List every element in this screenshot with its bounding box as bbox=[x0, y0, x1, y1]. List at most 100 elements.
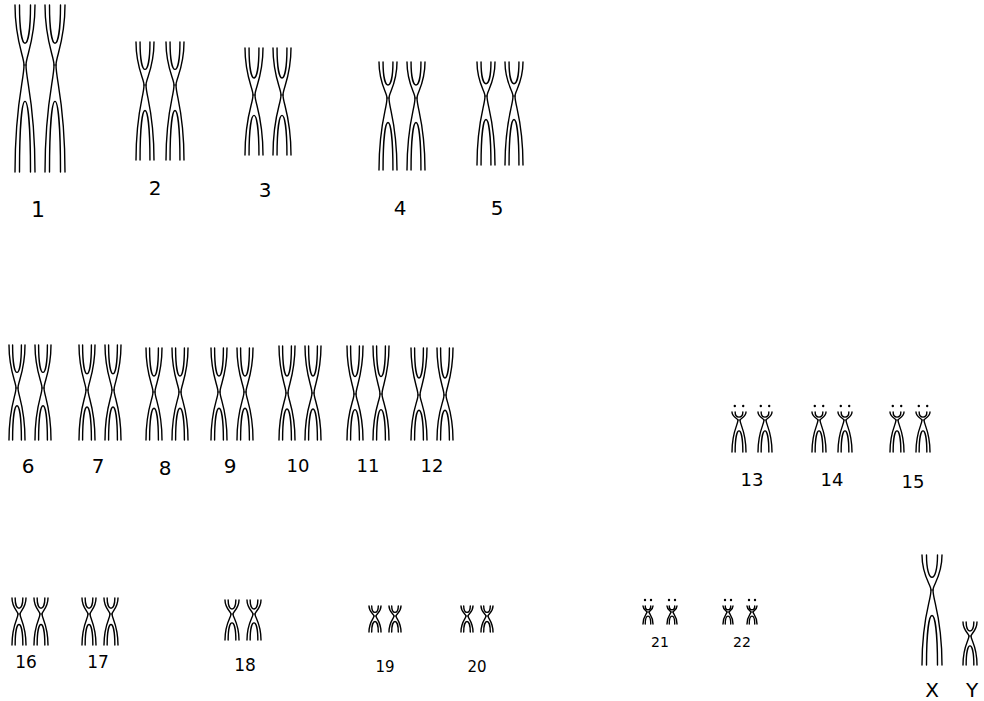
chromosome bbox=[279, 346, 295, 440]
satellite-dot bbox=[730, 599, 732, 601]
chromosome bbox=[12, 598, 26, 645]
chromosome-number: 7 bbox=[92, 456, 105, 476]
chromatid-line bbox=[170, 42, 180, 69]
chromatid-line bbox=[228, 600, 236, 609]
chromosome-number: 15 bbox=[902, 473, 925, 491]
chromosome-number: 8 bbox=[159, 458, 172, 478]
chromosome bbox=[211, 348, 227, 440]
chromatid-line bbox=[415, 410, 424, 440]
chromosome bbox=[758, 405, 772, 452]
chromatid-line bbox=[893, 431, 901, 452]
chromosome bbox=[838, 405, 852, 452]
chromosome bbox=[407, 62, 425, 170]
satellite-dot bbox=[748, 599, 750, 601]
chromatid-line bbox=[140, 111, 150, 161]
satellite-dot bbox=[822, 405, 824, 407]
chromosome bbox=[305, 346, 321, 440]
chromatid-line bbox=[215, 348, 224, 376]
chromatid-line bbox=[249, 115, 259, 155]
chromatid-line bbox=[919, 412, 927, 417]
chromatid-line bbox=[484, 606, 491, 612]
satellite-dot bbox=[926, 405, 928, 407]
chromatid-line bbox=[841, 431, 849, 452]
satellite-dot bbox=[742, 405, 744, 407]
chromatid-line bbox=[15, 625, 23, 645]
chromatid-line bbox=[415, 348, 424, 378]
chromosome-number: 5 bbox=[491, 198, 504, 218]
chromatid-line bbox=[509, 119, 519, 165]
chromatid-line bbox=[283, 346, 292, 376]
chromatid-line bbox=[37, 598, 45, 608]
chromatid-line bbox=[735, 412, 743, 417]
chromosome bbox=[461, 606, 473, 632]
chromosome bbox=[34, 598, 48, 645]
chromosome bbox=[347, 346, 363, 440]
chromatid-line bbox=[39, 406, 48, 440]
chromatid-line bbox=[927, 616, 938, 666]
chromatid-line bbox=[83, 407, 92, 440]
chromosome-number: 17 bbox=[87, 654, 109, 671]
chromatid-line bbox=[749, 616, 755, 624]
chromatid-line bbox=[841, 412, 849, 417]
chromosome bbox=[369, 606, 381, 632]
chromatid-line bbox=[411, 122, 421, 170]
chromatid-line bbox=[150, 348, 159, 376]
chromatid-line bbox=[377, 410, 386, 440]
chromosome bbox=[411, 348, 427, 440]
chromatid-line bbox=[20, 5, 31, 43]
chromosome bbox=[247, 600, 261, 640]
chromatid-line bbox=[392, 606, 399, 612]
chromosome-number: 2 bbox=[149, 178, 162, 198]
chromosome bbox=[505, 62, 523, 165]
chromatid-line bbox=[241, 348, 250, 376]
chromatid-line bbox=[83, 345, 92, 374]
chromosome bbox=[732, 405, 746, 452]
chromatid-line bbox=[815, 412, 823, 417]
chromatid-line bbox=[85, 598, 93, 608]
chromatid-line bbox=[140, 42, 150, 69]
chromosome-number: 16 bbox=[15, 654, 37, 671]
chromosome-number: 6 bbox=[22, 456, 35, 476]
chromatid-line bbox=[176, 348, 185, 376]
satellite-dot bbox=[754, 599, 756, 601]
satellite-dot bbox=[918, 405, 920, 407]
chromosome-number: 4 bbox=[394, 198, 407, 218]
chromatid-line bbox=[966, 646, 974, 665]
chromatid-line bbox=[241, 408, 250, 440]
chromatid-line bbox=[481, 62, 491, 84]
chromatid-line bbox=[441, 348, 450, 378]
chromosome bbox=[379, 62, 397, 170]
chromatid-line bbox=[761, 431, 769, 452]
chromatid-line bbox=[927, 555, 938, 577]
chromatid-line bbox=[893, 412, 901, 417]
chromatid-line bbox=[725, 616, 731, 624]
chromatid-line bbox=[669, 616, 675, 624]
chromatid-line bbox=[464, 606, 471, 612]
chromosome-number: 20 bbox=[467, 660, 486, 675]
satellite-dot bbox=[650, 599, 652, 601]
chromosome-number: 21 bbox=[651, 635, 669, 649]
chromatid-line bbox=[107, 598, 115, 608]
chromosome bbox=[237, 348, 253, 440]
chromosome bbox=[104, 598, 118, 645]
chromatid-line bbox=[484, 621, 491, 632]
chromatid-line bbox=[15, 598, 23, 608]
chromatid-line bbox=[372, 621, 379, 632]
chromosome-number: 19 bbox=[375, 660, 394, 675]
chromosome bbox=[922, 555, 942, 665]
chromatid-line bbox=[250, 600, 258, 609]
chromatid-line bbox=[109, 407, 118, 440]
chromatid-line bbox=[150, 408, 159, 440]
chromatid-line bbox=[37, 625, 45, 645]
chromosome bbox=[437, 348, 453, 440]
chromosome-number: 3 bbox=[259, 180, 272, 200]
chromosome bbox=[273, 48, 291, 155]
chromatid-line bbox=[464, 621, 471, 632]
chromosome-number: 12 bbox=[421, 457, 444, 475]
chromosome bbox=[225, 600, 239, 640]
chromatid-line bbox=[309, 409, 318, 440]
satellite-dot bbox=[674, 599, 676, 601]
chromosome bbox=[963, 622, 977, 665]
chromosome bbox=[146, 348, 162, 440]
chromatid-line bbox=[20, 101, 31, 172]
